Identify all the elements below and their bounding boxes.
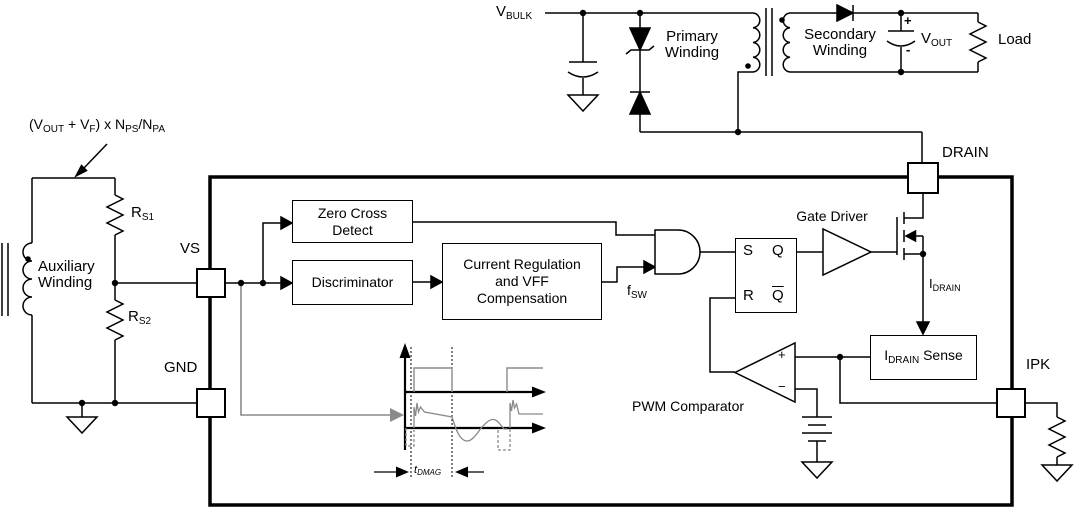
zero-cross-detect-block: Zero Cross Detect xyxy=(292,200,413,243)
current-regulation-block: Current Regulation and VFF Compensation xyxy=(442,243,602,320)
aux-transformer-icon xyxy=(1,242,33,316)
secondary-winding-label: Secondary Winding xyxy=(804,26,876,59)
rs1-label: RS1 xyxy=(131,204,155,224)
waveform-axes xyxy=(399,343,546,450)
idrain-sense-block: IDRAIN Sense xyxy=(870,335,977,380)
output-cap-minus-label: - xyxy=(906,42,911,57)
fsw-label: fSW xyxy=(627,282,647,301)
primary-return-wire xyxy=(640,71,923,164)
vout-label: VOUT xyxy=(921,30,953,50)
clamp-diode-icon xyxy=(628,50,652,132)
reflected-voltage-formula: (VOUT + VF) x NPS/NPA xyxy=(29,116,166,135)
output-capacitor-icon xyxy=(886,13,916,72)
bulk-capacitor-icon xyxy=(567,13,599,95)
idrain-label: IDRAIN xyxy=(929,276,961,293)
gate-driver-icon xyxy=(822,227,897,277)
disc-to-cr-wire xyxy=(413,274,444,290)
drain-pin-label: DRAIN xyxy=(942,144,989,161)
rs2-resistor-icon xyxy=(105,283,125,403)
tdmag-dimension-arrows xyxy=(374,466,484,478)
controller-ic-outline xyxy=(208,175,1014,507)
discriminator-block: Discriminator xyxy=(292,260,413,305)
clamp-zener-diode-icon xyxy=(625,13,655,55)
ipk-ground-icon xyxy=(1040,464,1074,483)
vref-ground-icon xyxy=(800,461,834,480)
load-resistor-icon xyxy=(968,13,988,72)
aux-wires xyxy=(31,177,197,404)
cr-to-and-wire xyxy=(602,259,657,283)
sr-latch-block: S Q R Q xyxy=(735,238,797,313)
gnd-pin-label: GND xyxy=(164,359,198,376)
waveform-vs-trace xyxy=(405,399,543,451)
output-cap-plus-label: + xyxy=(904,13,912,28)
aux-ground-icon xyxy=(65,403,99,435)
transformer-icon xyxy=(745,8,791,76)
latch-r-label: R xyxy=(743,287,754,304)
vs-internal-wires xyxy=(225,215,294,291)
primary-winding-label: Primary Winding xyxy=(664,28,720,61)
ipk-resistor-icon xyxy=(1025,402,1067,465)
tdmag-label: tDMAG xyxy=(414,464,442,477)
bulk-ground-icon xyxy=(566,94,600,113)
drain-pin xyxy=(907,162,939,194)
zcd-to-and-wire xyxy=(413,221,655,236)
vs-pin-label: VS xyxy=(180,240,201,257)
vs-pin xyxy=(196,268,226,298)
latch-q-label: Q xyxy=(772,242,784,259)
secondary-wires xyxy=(790,12,978,73)
mosfet-icon xyxy=(896,193,931,336)
vbulk-label: VBULK xyxy=(496,3,533,23)
vref-battery-icon xyxy=(795,388,832,462)
gnd-pin xyxy=(196,388,226,418)
comparator-plus-label: + xyxy=(778,347,786,362)
pwm-comparator-icon xyxy=(709,297,796,404)
rs1-resistor-icon xyxy=(105,178,125,283)
latch-qbar-label: Q xyxy=(772,287,784,304)
gate-driver-label: Gate Driver xyxy=(796,208,868,224)
ipk-pin-label: IPK xyxy=(1026,356,1051,373)
output-diode-icon xyxy=(836,3,855,23)
ipk-pin xyxy=(996,388,1026,418)
and-gate-icon xyxy=(654,229,735,275)
pwm-comparator-label: PWM Comparator xyxy=(632,398,745,414)
comparator-minus-label: − xyxy=(778,379,786,394)
formula-arrow-icon xyxy=(74,143,108,178)
rs2-label: RS2 xyxy=(128,308,152,328)
aux-winding-label: Auxiliary Winding xyxy=(38,258,95,291)
load-label: Load xyxy=(998,31,1032,48)
latch-s-label: S xyxy=(743,242,754,259)
ipk-internal-wire xyxy=(839,357,997,404)
vs-signal-feed-wire xyxy=(240,283,404,422)
waveform-gate-trace xyxy=(413,367,543,392)
junction-dots xyxy=(78,9,927,407)
